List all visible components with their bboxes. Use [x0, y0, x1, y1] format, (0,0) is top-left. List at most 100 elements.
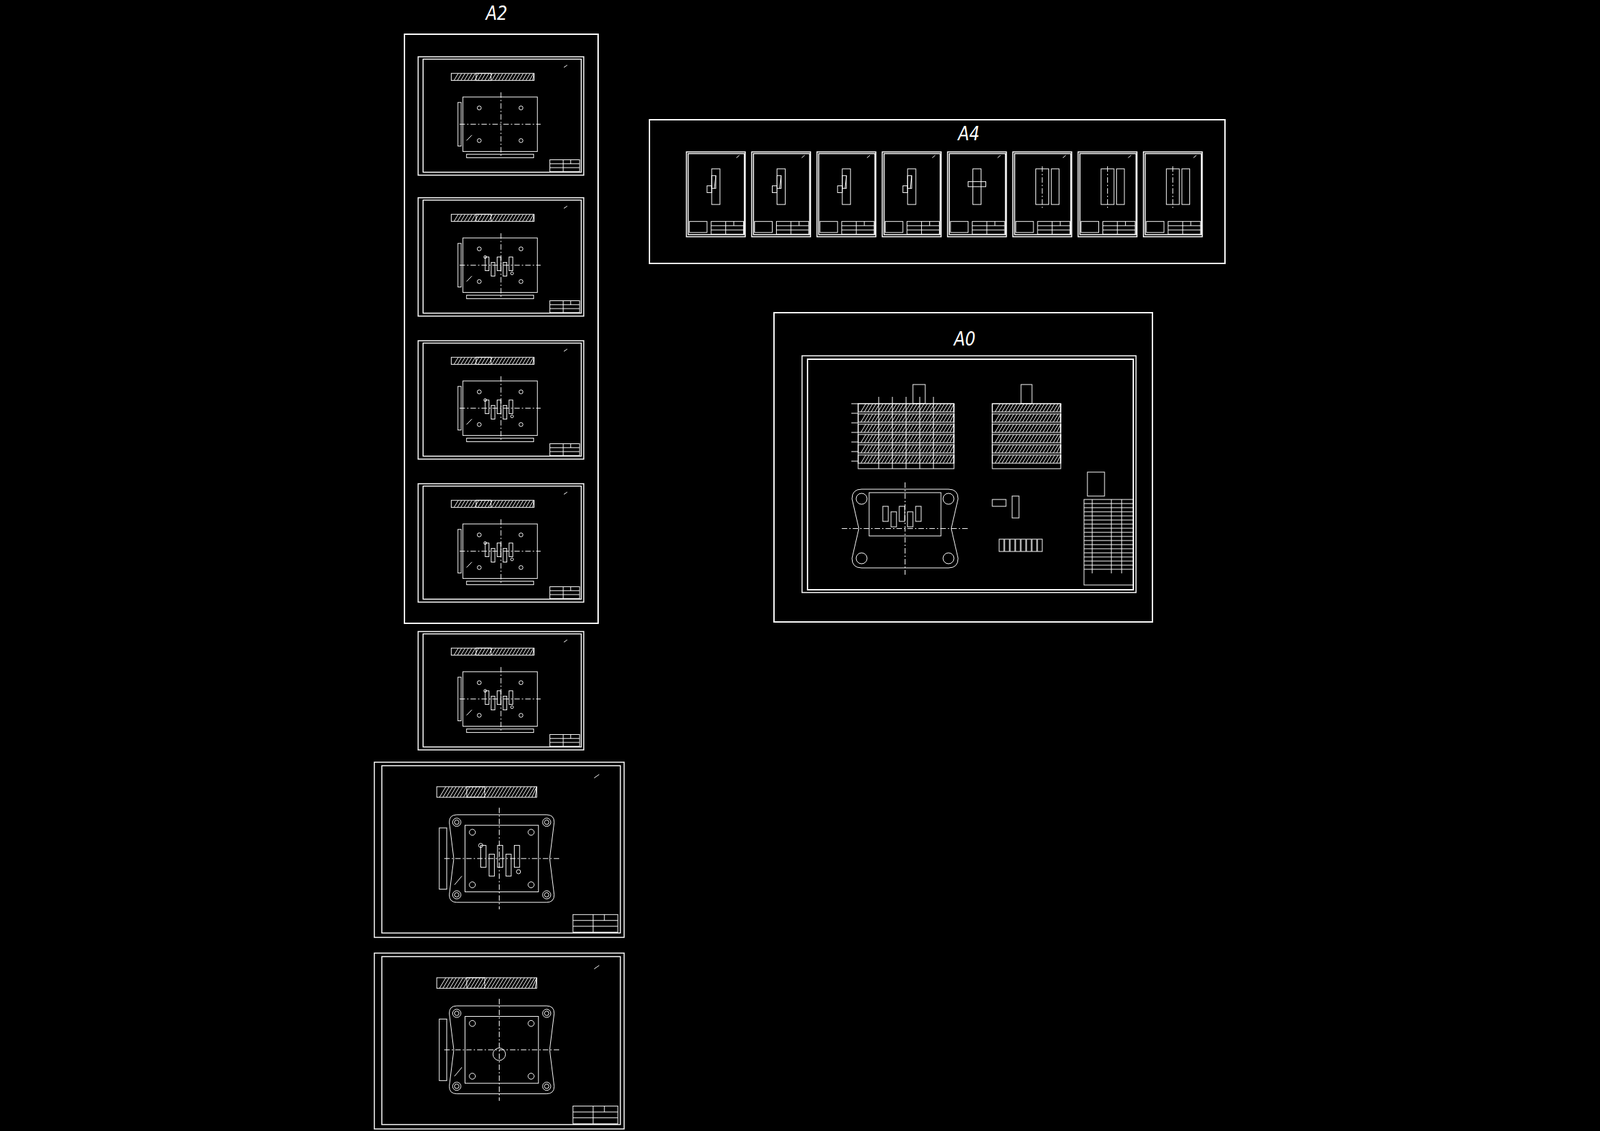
part-outline	[711, 169, 720, 205]
drawing-line	[449, 786, 456, 798]
note-block	[1081, 221, 1100, 233]
drawing-line	[511, 73, 516, 81]
drawing-line	[532, 648, 534, 655]
drawing-line	[507, 977, 514, 989]
drawing-line	[505, 500, 510, 508]
drawing-line	[1056, 403, 1061, 412]
punch-opening	[485, 691, 489, 705]
center-line	[459, 264, 542, 266]
hole-symbol	[542, 818, 551, 827]
strip-step	[1026, 539, 1032, 552]
drawing-line	[549, 167, 580, 169]
drawing-line	[532, 214, 534, 222]
sheet-inner-border	[422, 199, 582, 313]
hole-symbol	[476, 247, 482, 252]
drawing-line	[528, 73, 534, 81]
drawing-line	[463, 214, 469, 222]
note-block	[1015, 221, 1034, 233]
hatched-section	[450, 500, 534, 508]
sheet-border	[374, 762, 625, 938]
drawing-line	[1084, 524, 1134, 525]
drawing-line	[501, 357, 506, 365]
drawing-line	[470, 500, 475, 508]
drawing-line	[1084, 557, 1134, 558]
drawing-line	[1084, 528, 1134, 529]
drawing-line	[467, 357, 472, 365]
punch-opening	[509, 543, 513, 558]
center-line	[459, 123, 542, 125]
hole-symbol	[542, 891, 551, 900]
drawing-line	[994, 221, 996, 226]
title-block	[1168, 221, 1201, 235]
drawing-line	[733, 221, 735, 226]
drawing-line	[1084, 544, 1134, 546]
title-block	[549, 301, 580, 313]
drawing-line	[1103, 225, 1136, 226]
hole-symbol	[483, 689, 487, 693]
drawing-line	[460, 73, 465, 81]
hole-symbol	[452, 1082, 461, 1091]
punch-opening	[496, 400, 501, 415]
drawing-line	[570, 444, 571, 449]
drawing-line	[906, 225, 939, 226]
hatched-section	[842, 175, 847, 189]
hole-symbol	[476, 390, 482, 395]
sheet-inner-border	[422, 633, 582, 747]
drawing-line	[491, 500, 496, 508]
drawing-line	[457, 214, 462, 222]
punch-opening	[480, 845, 486, 868]
drawing-line	[604, 1106, 605, 1113]
drawing-line	[711, 229, 744, 231]
drawing-line	[851, 451, 859, 453]
hatched-section	[450, 73, 534, 81]
hole-symbol	[518, 422, 523, 428]
drawing-line	[511, 500, 516, 508]
dimension-line	[466, 153, 534, 158]
punch-opening	[509, 400, 513, 415]
sheet-inner-border	[884, 153, 941, 235]
drawing-line	[487, 500, 493, 508]
drawing-line	[491, 357, 496, 365]
part-step	[706, 186, 712, 193]
drawing-line	[498, 357, 503, 365]
drawing-line	[454, 875, 462, 885]
drawing-line	[518, 73, 523, 81]
drawing-line	[522, 500, 527, 508]
drawing-line	[549, 738, 580, 740]
part-step	[772, 186, 778, 193]
drawing-line	[906, 396, 907, 469]
sheet-border	[1143, 151, 1203, 237]
drawing-line	[466, 710, 473, 716]
sheet-border	[418, 340, 584, 460]
drawing-line	[532, 73, 534, 81]
drawing-line	[549, 163, 580, 165]
drawing-line	[1084, 540, 1134, 542]
punch-opening	[514, 845, 521, 868]
hole-symbol	[518, 138, 523, 144]
hatched-section	[907, 175, 912, 189]
center-line	[1042, 166, 1043, 209]
hole-symbol	[518, 390, 523, 395]
drawing-line	[467, 214, 472, 222]
section-gap	[476, 648, 492, 655]
drawing-line	[500, 786, 508, 798]
drawing-line	[921, 221, 922, 235]
drawing-line	[487, 977, 494, 989]
hole-symbol	[476, 106, 482, 111]
drawing-line	[841, 229, 874, 231]
drawing-line	[522, 648, 527, 655]
title-block	[906, 221, 939, 235]
drawing-line	[856, 221, 857, 235]
center-line	[444, 1049, 560, 1051]
sheet-border	[751, 151, 811, 237]
sheet-size-label: A2	[485, 4, 508, 24]
sheet-size-frame: A2	[403, 33, 599, 625]
drawing-line	[446, 977, 453, 989]
drawing-line	[498, 214, 503, 222]
drawing-line	[497, 977, 504, 989]
drawing-line	[524, 977, 532, 989]
hatched-section	[450, 648, 534, 655]
drawing-line	[802, 155, 805, 159]
drawing-line	[535, 977, 537, 989]
drawing-line	[487, 648, 493, 655]
